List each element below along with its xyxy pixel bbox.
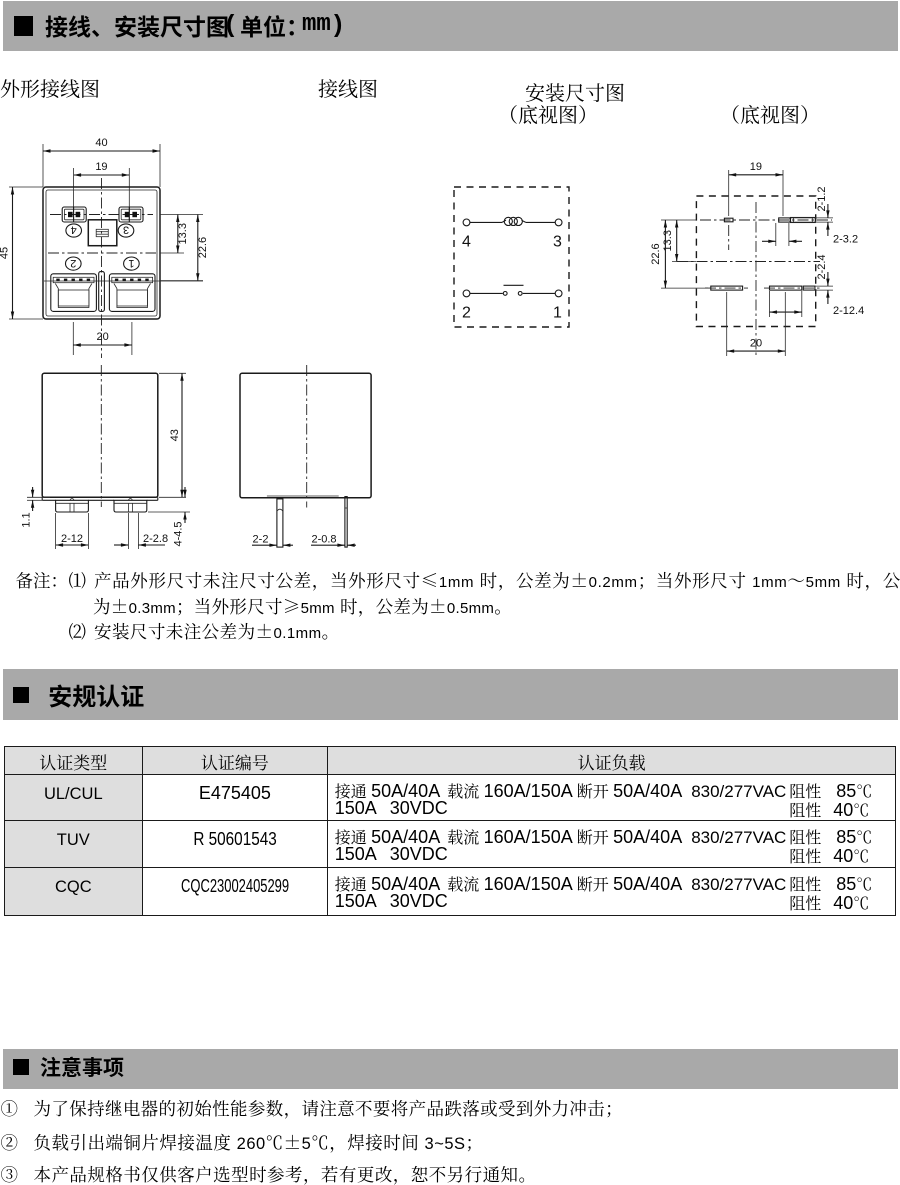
svg-text:2-12.4: 2-12.4 [833,305,864,317]
svg-text:4-4.5: 4-4.5 [173,521,185,546]
svg-text:4: 4 [462,234,471,251]
svg-text:1.1: 1.1 [21,512,33,527]
svg-text:19: 19 [95,161,107,173]
svg-text:2-0.8: 2-0.8 [311,533,336,545]
svg-text:2-3.2: 2-3.2 [833,234,858,246]
svg-text:22.6: 22.6 [197,237,209,258]
svg-text:2: 2 [462,305,471,322]
svg-text:4: 4 [71,224,77,236]
svg-text:13.3: 13.3 [177,223,189,244]
svg-text:2-1.2: 2-1.2 [816,186,828,211]
svg-text:45: 45 [0,247,11,259]
svg-text:19: 19 [750,161,762,173]
svg-text:3: 3 [123,224,129,236]
svg-text:1: 1 [553,305,562,322]
svg-text:2-2: 2-2 [253,533,269,545]
svg-text:2-12: 2-12 [61,533,83,545]
svg-text:13.3: 13.3 [662,230,674,251]
svg-text:20: 20 [96,331,108,343]
svg-text:2: 2 [70,257,76,269]
svg-text:40: 40 [95,137,107,149]
svg-text:43: 43 [169,429,181,441]
svg-text:20: 20 [750,338,762,350]
svg-text:2-2.4: 2-2.4 [816,254,828,279]
svg-text:2-2.8: 2-2.8 [143,533,168,545]
svg-text:22.6: 22.6 [650,243,662,264]
svg-text:1: 1 [128,257,134,269]
svg-text:3: 3 [553,234,562,251]
